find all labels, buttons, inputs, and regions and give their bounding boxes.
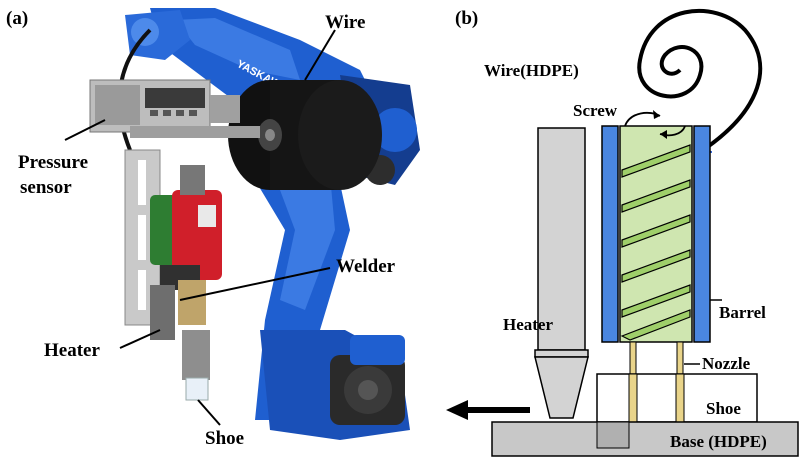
screw-rotation-arrowhead-1 <box>653 110 660 119</box>
base-schematic <box>491 421 799 457</box>
panel-b-label: (b) <box>455 8 478 29</box>
base-label: Base (HDPE) <box>670 432 767 451</box>
shoe-label: Shoe <box>205 428 244 449</box>
heater-schematic <box>534 127 589 419</box>
wire-spool <box>228 80 382 190</box>
wire-label: Wire <box>325 12 365 33</box>
barrel-schematic <box>601 125 711 343</box>
screw-flights <box>620 144 691 341</box>
barrel-label: Barrel <box>719 303 766 322</box>
shoe-b-label: Shoe <box>706 399 741 418</box>
heater-leader-line <box>119 329 161 349</box>
screw-rotation-arrowhead-2 <box>660 130 667 139</box>
wire-spiral <box>637 8 763 150</box>
heater-b-label: Heater <box>503 315 553 334</box>
pressure-sensor-leader-line <box>64 119 106 141</box>
nozzle-label: Nozzle <box>702 354 751 373</box>
welder-label: Welder <box>336 256 396 277</box>
wire-hdpe-label: Wire(HDPE) <box>484 61 579 80</box>
pressure-sensor-label-line1: Pressure <box>18 152 88 173</box>
wire-leader-line <box>304 29 336 81</box>
pressure-sensor-label-line2: sensor <box>20 177 72 198</box>
heater-label: Heater <box>44 340 100 361</box>
heater-tool <box>150 280 210 401</box>
mounting-rail <box>130 126 260 138</box>
welder-leader-line <box>179 267 331 301</box>
panel-b: (b) <box>446 8 799 457</box>
screw-label: Screw <box>573 101 618 120</box>
travel-direction-arrowhead <box>446 400 468 420</box>
panel-a: YASKAWA <box>6 8 420 449</box>
weld-zone <box>596 421 630 449</box>
shoe-leader-line <box>197 399 221 426</box>
panel-a-label: (a) <box>6 8 28 29</box>
shoe-schematic <box>596 373 758 423</box>
bracket <box>124 149 161 326</box>
welder <box>150 165 222 290</box>
